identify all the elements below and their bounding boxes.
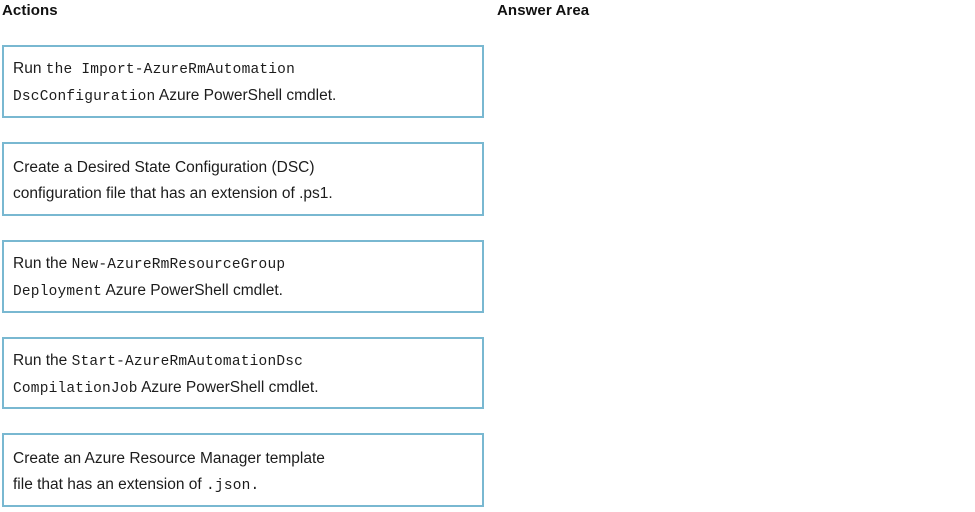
text-run: Azure PowerShell cmdlet.	[155, 87, 337, 104]
text-run: Create an Azure Resource Manager templat…	[13, 450, 325, 467]
actions-column-header: Actions	[2, 2, 58, 19]
text-run: Run the	[13, 352, 72, 369]
text-run: Run the	[13, 255, 72, 272]
text-run: New-AzureRmResourceGroup	[71, 257, 286, 273]
text-run: Create a Desired State Configuration (DS…	[13, 159, 315, 176]
text-run: Start-AzureRmAutomationDsc	[71, 354, 304, 370]
action-card-line-1: Run the Start-AzureRmAutomationDsc	[13, 348, 473, 375]
text-run: Deployment	[13, 284, 103, 300]
text-run: Run	[13, 60, 46, 77]
answer-area-column-header: Answer Area	[497, 2, 590, 19]
action-card-line-2: DscConfiguration Azure PowerShell cmdlet…	[13, 83, 473, 110]
action-card-line-1: Create an Azure Resource Manager templat…	[13, 446, 473, 472]
text-run: CompilationJob	[13, 381, 138, 397]
action-card-line-1: Run the Import-AzureRmAutomation	[13, 56, 473, 83]
action-card-line-1: Run the New-AzureRmResourceGroup	[13, 251, 473, 278]
action-card[interactable]: Create a Desired State Configuration (DS…	[2, 142, 484, 216]
action-card-line-2: configuration file that has an extension…	[13, 181, 473, 207]
action-card-line-2: file that has an extension of .json.	[13, 472, 473, 499]
action-card[interactable]: Run the New-AzureRmResourceGroup Deploym…	[2, 240, 484, 313]
text-run: DscConfiguration	[13, 89, 156, 105]
text-run: Azure PowerShell cmdlet.	[102, 282, 283, 299]
action-card-line-1: Create a Desired State Configuration (DS…	[13, 155, 473, 181]
action-card-line-2: CompilationJob Azure PowerShell cmdlet.	[13, 375, 473, 402]
action-card[interactable]: Run the Import-AzureRmAutomation DscConf…	[2, 45, 484, 118]
text-run: the Import-AzureRmAutomation	[45, 62, 295, 78]
action-card-line-2: Deployment Azure PowerShell cmdlet.	[13, 278, 473, 305]
action-card[interactable]: Create an Azure Resource Manager templat…	[2, 433, 484, 507]
actions-list: Run the Import-AzureRmAutomation DscConf…	[2, 45, 484, 507]
text-run: file that has an extension of	[13, 476, 207, 493]
action-card[interactable]: Run the Start-AzureRmAutomationDsc Compi…	[2, 337, 484, 409]
text-run: Azure PowerShell cmdlet.	[137, 379, 319, 396]
text-run: configuration file that has an extension…	[13, 185, 333, 202]
text-run: .json.	[206, 478, 260, 494]
